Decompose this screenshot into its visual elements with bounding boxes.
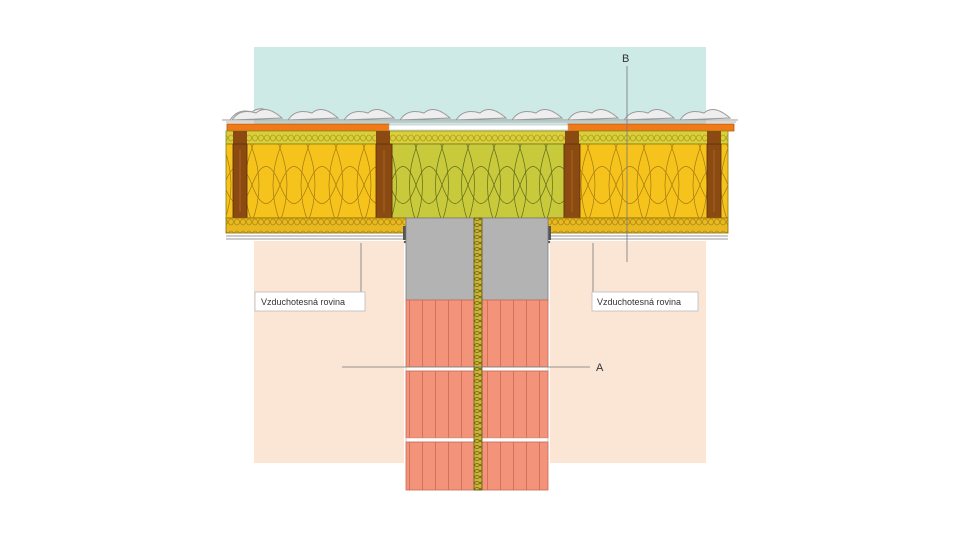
airtight-label-right: Vzduchotesná rovina (591, 291, 699, 312)
rafter-top-3 (565, 131, 579, 145)
airtight-seal (403, 226, 551, 244)
interior-zone-left (254, 241, 404, 463)
marker-b: B (622, 53, 629, 65)
batten-right (567, 123, 735, 132)
svg-text:Vzduchotesná rovina: Vzduchotesná rovina (261, 297, 345, 307)
airtight-label-left: Vzduchotesná rovina (254, 291, 366, 312)
leader-lines (342, 66, 628, 368)
rafter-top-4 (707, 131, 721, 145)
interior-zone-right (550, 241, 706, 463)
svg-text:Vzduchotesná rovina: Vzduchotesná rovina (597, 297, 681, 307)
ceiling-finish (226, 235, 728, 240)
roof-tiles (222, 108, 738, 123)
gap-membrane (388, 124, 569, 131)
rafter-top-2 (376, 131, 390, 145)
marker-a: A (596, 362, 604, 374)
rafter-top-1 (233, 131, 247, 145)
batten-left (226, 123, 390, 132)
